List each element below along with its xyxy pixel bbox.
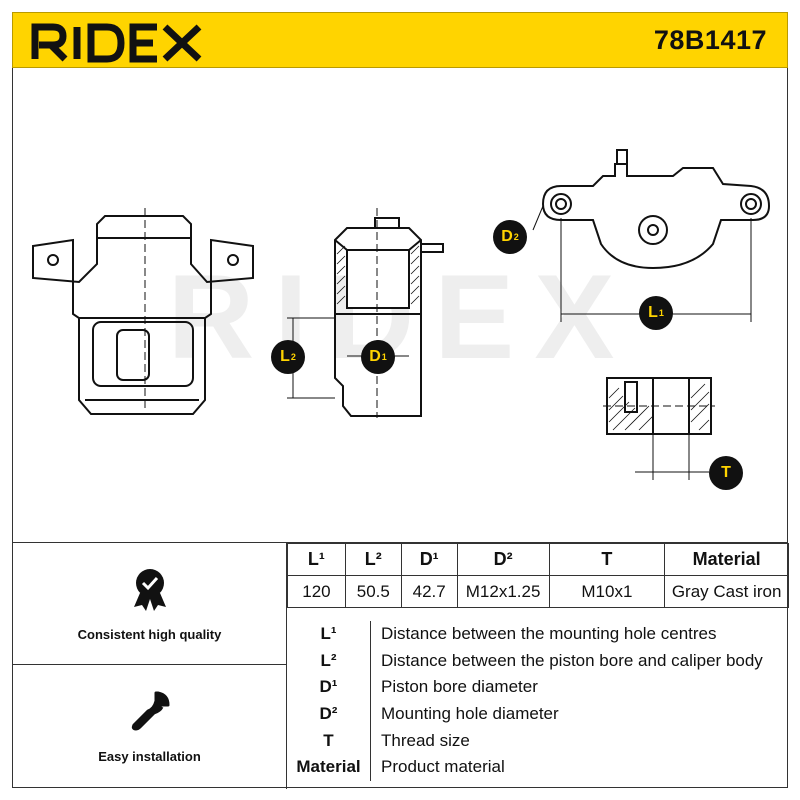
legend-row: D² Mounting hole diameter <box>287 700 789 728</box>
legend-key: L² <box>287 647 371 675</box>
spec-value-cell: 42.7 <box>400 575 458 608</box>
spec-header-cell: T <box>548 543 666 576</box>
legend-row: D¹ Piston bore diameter <box>287 674 789 701</box>
legend-key: T <box>287 727 371 754</box>
wrench-icon <box>131 691 170 731</box>
spec-header-cell: L² <box>344 543 402 576</box>
spec-header-cell: D² <box>456 543 550 576</box>
spec-header-cell: Material <box>664 543 789 576</box>
spec-table: L¹ L² D¹ D² T Material 120 50.5 42.7 M12… <box>287 543 789 608</box>
legend-desc: Mounting hole diameter <box>381 704 559 724</box>
legend-row: L¹ Distance between the mounting hole cen… <box>287 621 789 648</box>
spec-header-cell: L¹ <box>287 543 346 576</box>
spec-value-row: 120 50.5 42.7 M12x1.25 M10x1 Gray Cast i… <box>287 575 789 608</box>
section-hatching <box>336 245 420 305</box>
caliper-section-view <box>287 208 444 418</box>
thread-hatching <box>608 383 710 431</box>
legend-desc: Thread size <box>381 730 470 750</box>
caliper-front-view <box>32 208 254 415</box>
legend-row: T Thread size <box>287 727 789 754</box>
spec-header-cell: D¹ <box>400 543 458 576</box>
spec-value-cell: Gray Cast iron <box>664 575 789 608</box>
spec-value-cell: 50.5 <box>344 575 402 608</box>
spec-value-cell: M10x1 <box>548 575 666 608</box>
legend-desc: Piston bore diameter <box>381 677 538 697</box>
legend-key: Material <box>287 753 371 781</box>
technical-drawing: RIDEX <box>12 68 788 542</box>
feature-quality: Consistent high quality <box>13 543 287 665</box>
legend: L¹ Distance between the mounting hole cen… <box>287 621 789 781</box>
legend-desc: Distance between the piston bore and cal… <box>381 650 763 670</box>
legend-desc: Product material <box>381 757 505 777</box>
legend-key: D¹ <box>287 674 371 701</box>
spec-header-row: L¹ L² D¹ D² T Material <box>287 543 789 576</box>
header-bar: 78B1417 <box>12 12 788 68</box>
caliper-drawings: RIDEX <box>32 149 771 480</box>
legend-key: D² <box>287 700 371 728</box>
t-callout-badge: T <box>709 456 743 490</box>
feature-installation-label: Easy installation <box>98 749 201 764</box>
feature-installation: Easy installation <box>13 665 287 789</box>
part-number: 78B1417 <box>653 25 767 55</box>
spec-value-cell: 120 <box>287 575 346 608</box>
legend-row: L² Distance between the piston bore and c… <box>287 647 789 675</box>
quality-badge-icon <box>134 569 166 611</box>
legend-key: L¹ <box>287 621 371 648</box>
spec-value-cell: M12x1.25 <box>456 575 550 608</box>
ridex-logo <box>31 23 202 63</box>
legend-row: Material Product material <box>287 753 789 781</box>
thread-detail <box>603 377 715 480</box>
feature-quality-label: Consistent high quality <box>77 627 222 642</box>
legend-desc: Distance between the mounting hole centr… <box>381 624 717 644</box>
spec-section: Consistent high quality Easy installatio… <box>12 542 789 789</box>
